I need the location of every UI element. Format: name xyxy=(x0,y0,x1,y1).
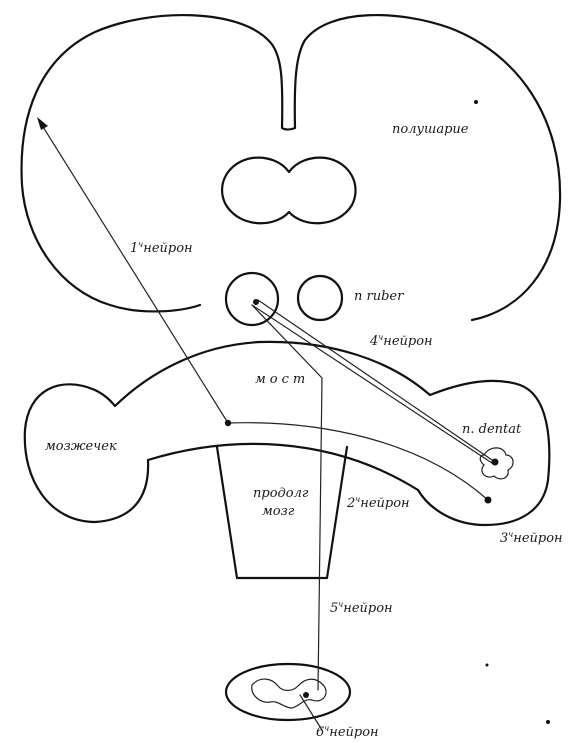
label-neuron2: 2чнейрон xyxy=(346,495,410,511)
hemisphere-outline xyxy=(22,15,561,320)
label-neuron4: 4чнейрон xyxy=(369,333,433,349)
label-n-ruber: n ruber xyxy=(354,289,404,304)
label-neuron6: 6чнейрон xyxy=(316,724,379,740)
peduncle-arc xyxy=(148,444,418,490)
speck xyxy=(474,100,478,104)
n-ruber-right-circle xyxy=(298,276,342,320)
label-neuron5: 5чнейрон xyxy=(330,600,393,616)
neuron1-path xyxy=(40,122,228,423)
speck xyxy=(486,664,489,667)
label-cerebellum: мозжечек xyxy=(45,439,117,454)
synapse-ruber xyxy=(253,299,259,305)
label-hemisphere: полушарие xyxy=(392,122,469,137)
label-neuron1: 1чнейрон xyxy=(130,240,193,256)
label-medulla-2: мозг xyxy=(262,504,295,519)
label-medulla-1: продолг xyxy=(253,486,309,501)
synapse-pons xyxy=(225,420,231,426)
spinal-gray-matter xyxy=(252,679,326,708)
label-neuron3: 3чнейрон xyxy=(500,530,563,546)
synapse-spinal xyxy=(303,692,309,698)
ventricles xyxy=(222,158,355,224)
synapse-dentate xyxy=(492,459,499,466)
neuron1-arrowhead xyxy=(37,117,48,130)
speck xyxy=(546,720,550,724)
spinal-cord-ellipse xyxy=(226,664,350,720)
label-pons: мост xyxy=(255,372,309,387)
label-n-dentat: n. dentat xyxy=(462,422,522,437)
synapse-cerebellum xyxy=(485,497,492,504)
